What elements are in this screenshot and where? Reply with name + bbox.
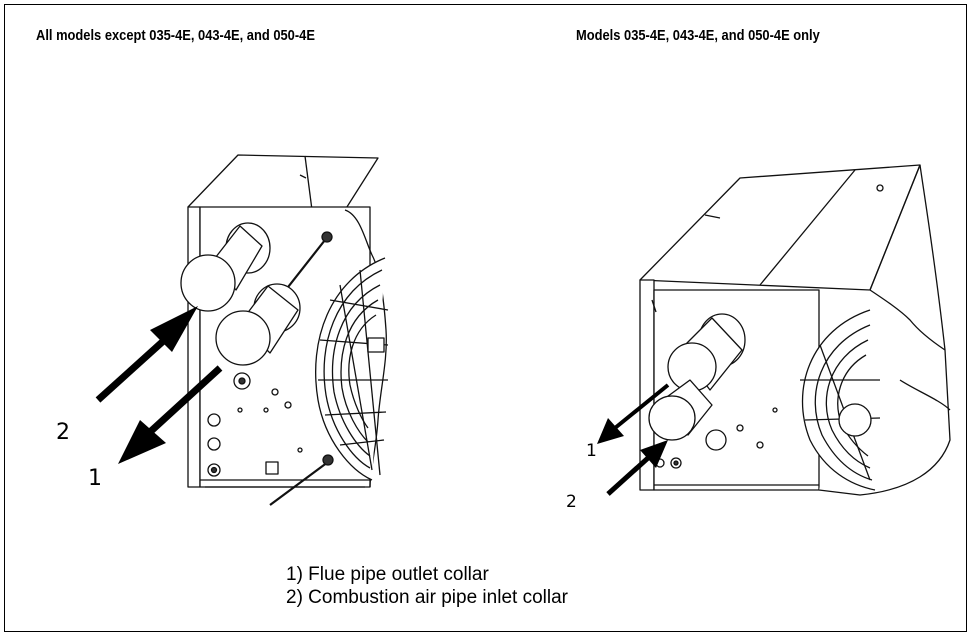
legend-item-air-inlet: 2) Combustion air pipe inlet collar	[286, 587, 568, 608]
air-inlet-arrow-left	[95, 306, 198, 403]
right-figure-heading: Models 035-4E, 043-4E, and 050-4E only	[576, 27, 820, 44]
flue-outlet-arrow-left	[118, 365, 223, 464]
flue-outlet-arrow-right	[597, 383, 670, 444]
air-inlet-arrow-right	[606, 440, 668, 496]
callout-1-left: 1	[88, 466, 102, 491]
callout-2-left: 2	[56, 420, 70, 445]
callout-1-right: 1	[586, 441, 597, 461]
callout-2-right: 2	[566, 492, 577, 512]
left-figure-heading: All models except 035-4E, 043-4E, and 05…	[36, 27, 315, 44]
fan-grille-icon	[800, 309, 951, 491]
legend-item-flue-outlet: 1) Flue pipe outlet collar	[286, 564, 489, 585]
fan-grille-icon	[315, 257, 389, 481]
